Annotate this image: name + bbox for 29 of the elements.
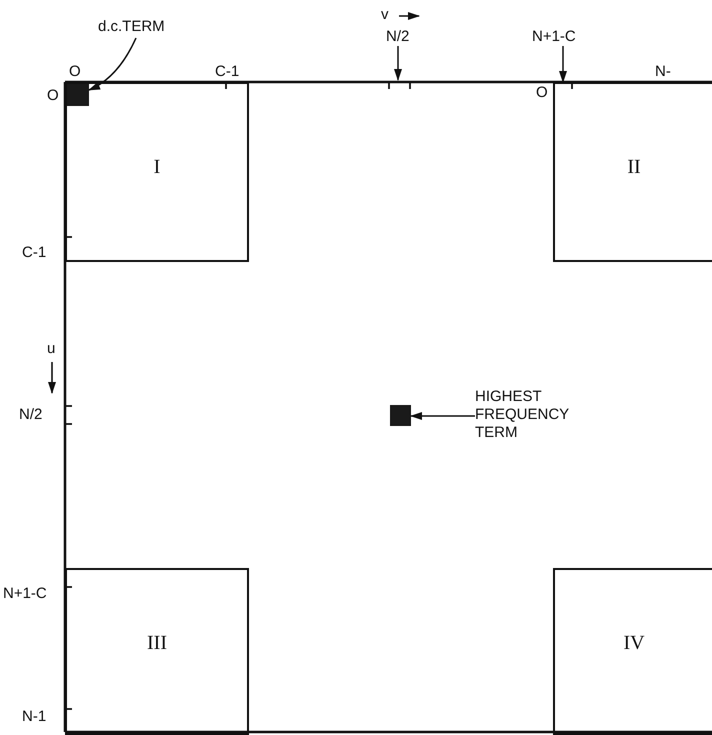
axis-name: u (47, 340, 56, 358)
region-numeral: IV (622, 632, 646, 655)
leader-line (410, 412, 475, 420)
tick-label: N- (655, 63, 671, 81)
tick-label: N+1-C (3, 585, 47, 603)
tick-label: C-1 (215, 63, 240, 81)
region-box (65, 568, 249, 735)
filled-square (390, 405, 411, 426)
tick-label: N/2 (19, 406, 42, 424)
region-numeral: II (626, 156, 642, 179)
callout-text: HIGHEST FREQUENCY TERM (475, 388, 575, 442)
region-numeral: I (152, 156, 162, 179)
callout-text: d.c.TERM (98, 18, 196, 38)
tick-label: C-1 (22, 244, 46, 262)
tick-label: O (47, 87, 59, 105)
region-numeral: III (146, 632, 168, 655)
filled-square (67, 84, 89, 106)
region-box (553, 82, 712, 262)
axis-name: v (381, 6, 388, 24)
callout-text: N/2 (386, 28, 422, 46)
callout-text: N+1-C (532, 28, 598, 46)
tick-label: N-1 (22, 708, 46, 726)
region-box (65, 82, 249, 262)
leader-line (559, 46, 567, 83)
tick-label: O (536, 84, 548, 102)
leader-line (88, 38, 137, 91)
region-box (553, 568, 712, 735)
leader-line (394, 46, 402, 81)
tick-label: O (69, 63, 81, 81)
